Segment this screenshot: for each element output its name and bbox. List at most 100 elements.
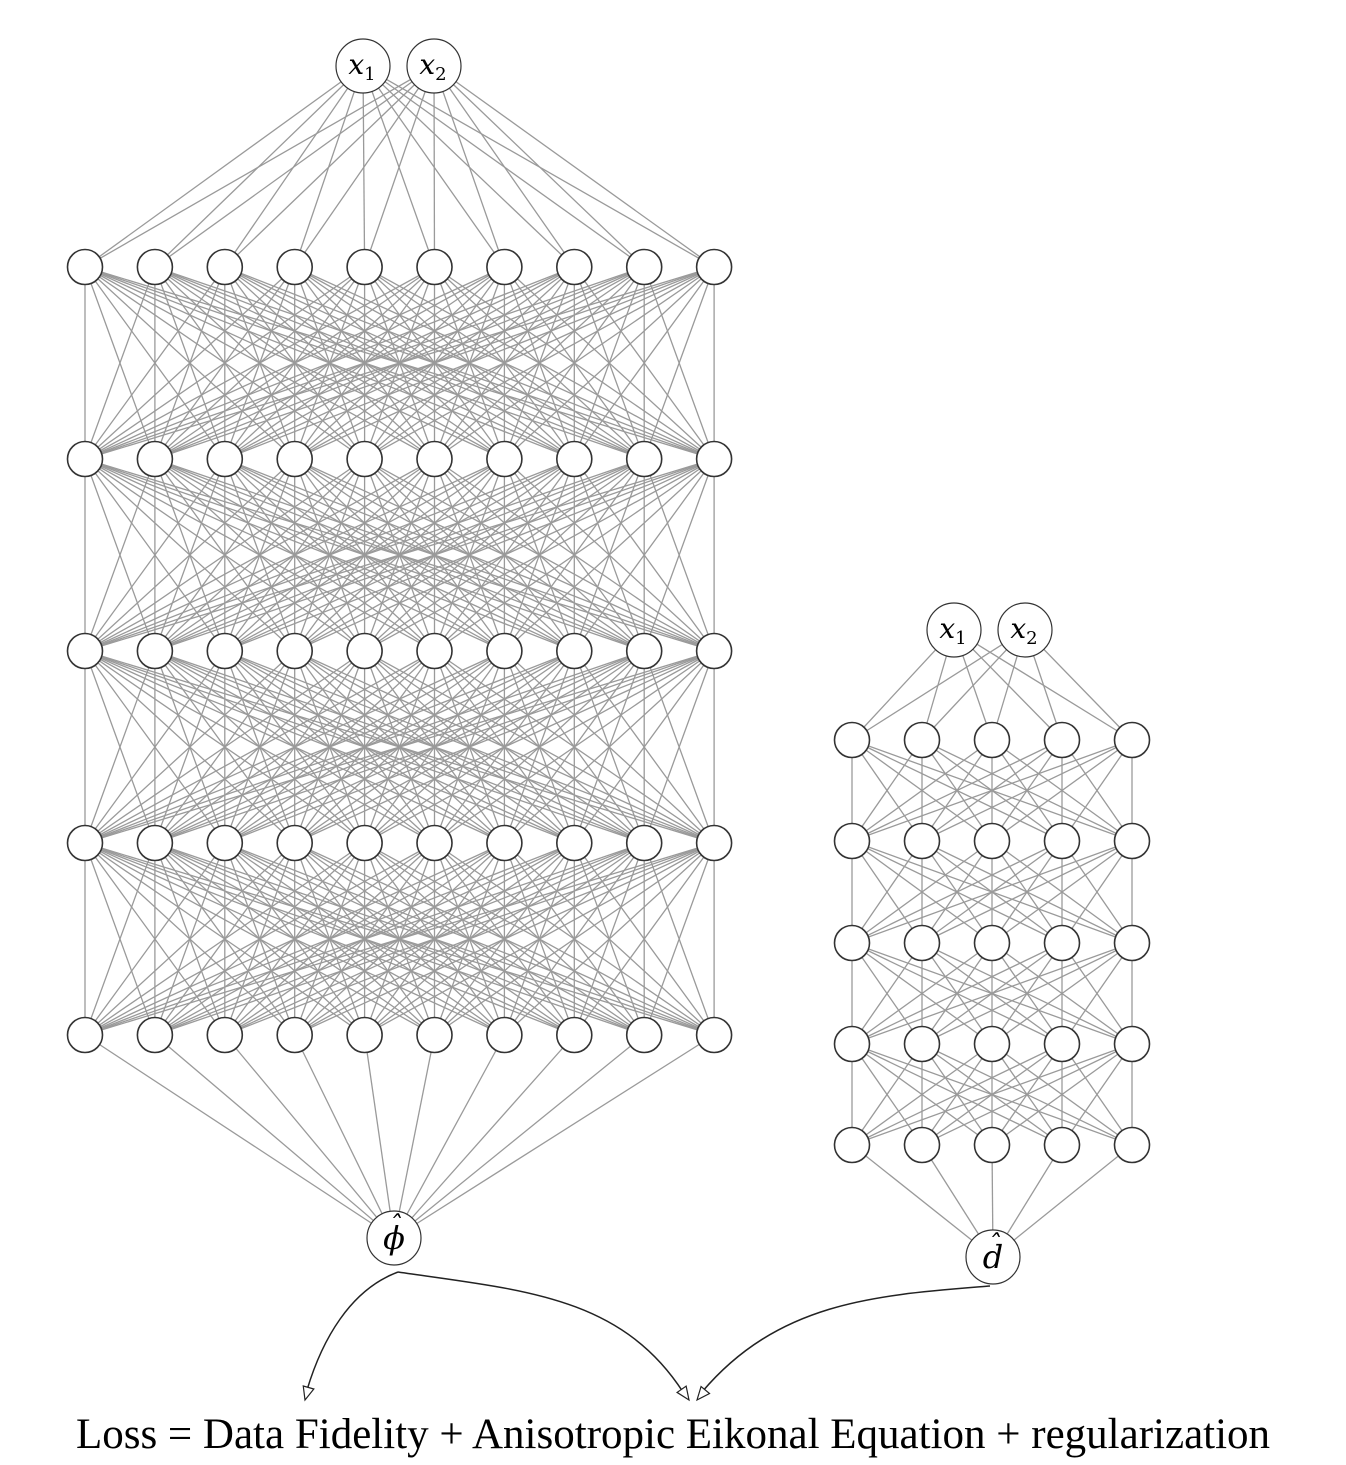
phi-network-neuron-l3-n4 [346,824,383,862]
phi-network-edge-h1n9-h2n8 [643,458,715,652]
phi-network-edge-h0n9-h1n3 [294,266,715,460]
phi-network-neuron-l3-n7 [555,824,593,862]
d-network-edge-h1n3-h2n0 [851,840,1063,944]
phi-network-edge-h2n9-h3n2 [224,650,715,844]
d-network-edge-h0n3-h1n0 [851,739,1063,842]
d-network-neuron-l4-n0 [833,1126,871,1164]
phi-network-edge-h2n3-h3n0 [84,650,296,844]
phi-network-neuron-l0-n7 [555,248,593,286]
phi-network-edge-h0n8-h1n0 [84,266,645,460]
d-network-input-node-2: x2 [997,602,1053,658]
phi-network-edge-h2n9-h3n8 [643,650,715,844]
arrows-layer [302,1271,991,1402]
phi-network-neuron-l4-n1 [136,1016,174,1054]
phi-network-output-node-circle [366,1210,422,1266]
phi-network-neuron-l0-n4 [346,248,383,286]
d-network-neuron-l0-n1 [903,721,941,759]
phi-network-neuron-l4-n4 [346,1016,383,1054]
phi-network-neuron-l2-n0 [66,632,104,670]
d-network-input-node-1-circle [926,602,982,658]
phi-network-neuron-l1-n9 [695,440,733,478]
phi-network-edge-h3n4-h4n0 [84,842,365,1036]
phi-network-edge-h1n3-h2n0 [84,458,296,652]
phi-network-neuron-l2-n6 [486,632,523,670]
phi-network-edge-h1n7-h2n0 [84,458,575,652]
d-network-edge-h1n4-h2n1 [921,840,1133,944]
phi-network-neuron-l3-n8 [625,824,663,862]
phi-network-neuron-l2-n9 [695,632,733,670]
phi-network-edge-in1-h0n4 [363,65,435,268]
d-network-neuron-l1-n1 [903,822,941,860]
phi-network-edge-h1n9-h2n3 [294,458,715,652]
phi-network-neuron-l4-n5 [416,1016,453,1054]
phi-network-edge-h3n1-h4n0 [84,842,156,1036]
phi-network-edge-h0n9-h1n5 [434,266,715,460]
d-network-edge-h2n4-h3n3 [1061,942,1133,1045]
phi-network-neuron-l3-n2 [206,824,244,862]
d-network-neuron-l0-n4 [1113,721,1151,759]
phi-network-edge-h0n9-h1n6 [503,266,715,460]
phi-network-neuron-l0-n0 [66,248,104,286]
phi-network-edge-h3n7-h4n0 [84,842,575,1036]
d-network-neuron-l1-n2 [973,822,1011,860]
d-network-neuron-l0-n2 [973,721,1011,759]
d-network-neuron-l3-n2 [973,1025,1011,1063]
phi-network-neuron-l4-n9 [695,1016,733,1054]
phi-network-edge-h2n5-h3n0 [84,650,435,844]
phi-network-edge-h0n9-h1n0 [84,266,715,460]
d-network-edge-h0n4-h1n3 [1061,739,1133,842]
phi-network-neuron-l0-n3 [276,248,314,286]
d-network-edge-h1n2-h2n0 [851,840,993,944]
edges-layer [84,65,1133,1258]
phi-network-edge-h4n3-out [294,1034,395,1239]
phi-network-neuron-l0-n8 [625,248,663,286]
phi-network-edge-h3n9-h4n6 [503,842,715,1036]
phi-network-neuron-l0-n2 [206,248,244,286]
phi-network-neuron-l1-n3 [276,440,314,478]
phi-network-edge-h0n3-h1n0 [84,266,296,460]
phi-network-neuron-l2-n4 [346,632,383,670]
phi-network-edge-h1n2-h2n0 [84,458,226,652]
phi-network-edge-h2n8-h3n0 [84,650,645,844]
d-network-neuron-l0-n0 [833,721,871,759]
phi-network-edge-h1n1-h2n0 [84,458,156,652]
phi-network-neuron-l4-n0 [66,1016,104,1054]
phi-network-edge-h0n5-h1n0 [84,266,435,460]
d-network-output-node-hat: ˆ [988,1230,1001,1260]
phi-network-edge-h3n9-h4n4 [364,842,715,1036]
phi-network-edge-h4n6-out [393,1034,505,1239]
loss-equation: Loss = Data Fidelity + Anisotropic Eikon… [76,1411,1270,1458]
d-network-neuron-l0-n3 [1043,721,1081,759]
phi-network-edge-h0n7-h1n0 [84,266,575,460]
phi-network-edge-in0-h0n0 [84,65,364,268]
phi-network-neuron-l1-n7 [555,440,593,478]
d-network-edge-h1n4-h2n2 [991,840,1133,944]
phi-network-neuron-l1-n4 [346,440,383,478]
phi-network-edge-h1n9-h2n1 [154,458,715,652]
d-network-edge-h2n4-h3n2 [991,942,1133,1045]
phi-network-edge-h1n4-h2n0 [84,458,365,652]
phi-network-edge-h3n9-h4n2 [224,842,715,1036]
phi-network-neuron-l1-n2 [206,440,244,478]
d-network-edge-h0n2-h1n0 [851,739,993,842]
d-network-edge-h3n4-h4n0 [851,1043,1133,1146]
phi-network-neuron-l3-n0 [66,824,104,862]
d-network-neuron-l3-n0 [833,1025,871,1063]
phi-network-neuron-l1-n6 [486,440,523,478]
phi-network-neuron-l2-n1 [136,632,174,670]
phi-network-neuron-l1-n0 [66,440,104,478]
phi-network-edge-in1-h0n5 [433,65,436,268]
d-network-edge-h1n1-h2n0 [851,840,923,944]
phi-network-output-node-label: ϕ [383,1219,405,1257]
d-network-neuron-l3-n4 [1113,1025,1151,1063]
phi-network-output-node-hat: ˆ [389,1211,402,1241]
d-network-neuron-l4-n3 [1043,1126,1081,1164]
d-network-output-node-label: d [983,1238,1003,1276]
phi-network-edge-h4n8-out [393,1034,645,1239]
d-network-neuron-l4-n4 [1113,1126,1151,1164]
phi-network-edge-h1n9-h2n2 [224,458,715,652]
phi-network-neuron-l3-n1 [136,824,174,862]
phi-network-neuron-l3-n6 [486,824,523,862]
phi-network-neuron-l3-n3 [276,824,314,862]
phi-network-edge-h0n9-h1n1 [154,266,715,460]
